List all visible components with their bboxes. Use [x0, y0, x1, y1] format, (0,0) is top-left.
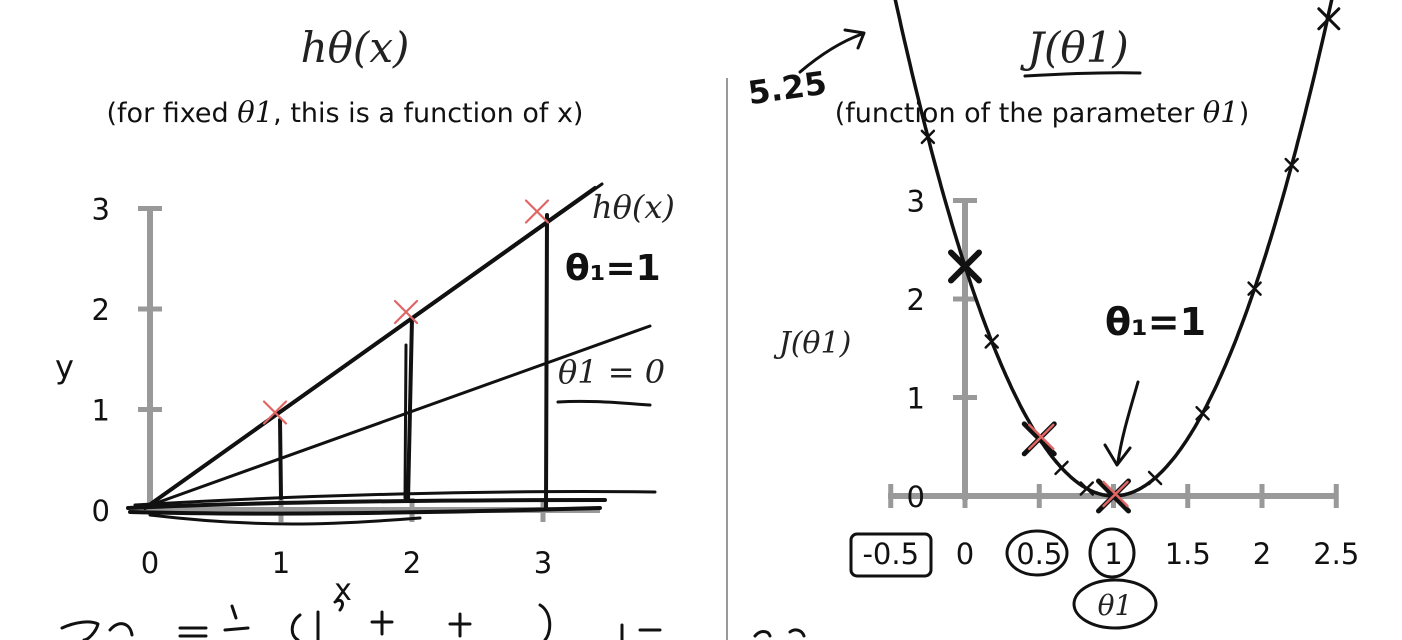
right-y-tick-label: 0 [907, 480, 925, 514]
right-x-tick-label: 2.5 [1313, 537, 1359, 571]
tick-circle-half [1005, 529, 1069, 577]
right-subtitle-suffix: ) [1239, 98, 1250, 129]
right-min-arrow [1103, 380, 1140, 467]
right-chart: J(θ1) (function of the parameter θ1) 5.2… [746, 0, 1341, 630]
left-theta-one-handwritten: θ₁=1 [565, 248, 661, 289]
right-ticks [888, 198, 1339, 508]
right-x-label: θ1 [1098, 589, 1133, 622]
right-y-tick-label: 1 [907, 382, 925, 416]
right-chart-subtitle: (function of the parameter θ1) [835, 95, 1250, 129]
left-x-tick-label: 1 [272, 546, 290, 580]
left-error-stroke-2b [403, 343, 408, 500]
left-error-stroke-2 [406, 316, 414, 502]
right-y-tick-label: 2 [907, 283, 925, 317]
left-subtitle-param: θ1 [237, 95, 273, 129]
right-y-tick-label: 3 [907, 185, 925, 219]
right-x-tick-label: 1.5 [1165, 537, 1211, 571]
left-line-slope-half [146, 324, 652, 508]
training-point-marker [262, 400, 288, 425]
right-title-underline [1023, 71, 1142, 78]
right-x-tick-label: 0 [956, 537, 974, 571]
cost-point-marker-highlight [1028, 423, 1055, 451]
training-point-marker [393, 299, 419, 325]
tick-box-neg-half [849, 532, 933, 578]
right-subtitle-prefix: (function of the parameter [835, 98, 1203, 129]
left-y-tick-label: 0 [92, 494, 110, 528]
left-x-tick-label: 3 [534, 546, 552, 580]
curve-sample-mark [984, 334, 999, 349]
left-subtitle-suffix: , this is a function of x) [273, 98, 583, 129]
curve-sample-mark [1284, 157, 1299, 173]
bottom-handwriting-fragment [60, 598, 806, 640]
left-y-tick-label: 2 [92, 293, 110, 327]
curve-end-mark [1317, 7, 1341, 31]
right-edge-value-handwritten: 5.25 [746, 64, 829, 113]
cost-curve [893, 0, 1334, 498]
right-min-label-handwritten: θ₁=1 [1105, 300, 1206, 344]
left-x-tick-label: 2 [403, 546, 421, 580]
curve-sample-mark [1247, 281, 1262, 296]
right-chart-title: J(θ1) [1019, 23, 1129, 72]
left-x-tick-label: 0 [141, 546, 159, 580]
curve-sample-mark [1147, 470, 1163, 486]
curve-sample-mark [920, 129, 936, 145]
left-line-slope-1 [143, 182, 604, 510]
left-y-tick-label: 3 [92, 193, 110, 227]
training-point-marker [524, 199, 550, 224]
tick-circle-one [1088, 527, 1136, 579]
right-x-tick-label: 1 [1104, 537, 1122, 571]
left-chart-title: hθ(x) [301, 23, 410, 72]
cost-point-marker [948, 249, 982, 284]
right-points [948, 249, 1131, 514]
right-subtitle-param: θ1 [1203, 95, 1239, 129]
left-subtitle-prefix: (for fixed [107, 98, 238, 129]
left-y-tick-label: 1 [92, 394, 110, 428]
right-edge-arrow [798, 28, 866, 74]
left-error-stroke-3 [544, 213, 549, 510]
curve-sample-mark [1195, 406, 1210, 421]
left-theta-zero-label: θ1 = 0 [558, 353, 665, 391]
left-ticks [138, 206, 546, 522]
left-points [262, 199, 550, 425]
right-x-tick-label: -0.5 [862, 537, 919, 571]
left-baseline-scribble [126, 490, 657, 526]
left-line-label: hθ(x) [592, 188, 675, 226]
left-chart-subtitle: (for fixed θ1, this is a function of x) [107, 95, 584, 129]
left-chart: hθ(x) (for fixed θ1, this is a function … [55, 23, 675, 608]
left-theta-zero-underline [556, 399, 652, 407]
curve-sample-mark [1054, 460, 1069, 476]
right-x-tick-label: 2 [1253, 537, 1271, 571]
right-x-tick-label: 0.5 [1016, 537, 1062, 571]
x-label-circle [1072, 578, 1158, 630]
right-y-label: J(θ1) [773, 326, 852, 361]
curve-sample-mark [1079, 481, 1095, 496]
left-y-label: y [55, 348, 74, 386]
cost-point-marker-highlight [1102, 480, 1129, 508]
left-error-stroke-1 [278, 418, 283, 500]
cost-curve-sample-marks [920, 7, 1341, 496]
